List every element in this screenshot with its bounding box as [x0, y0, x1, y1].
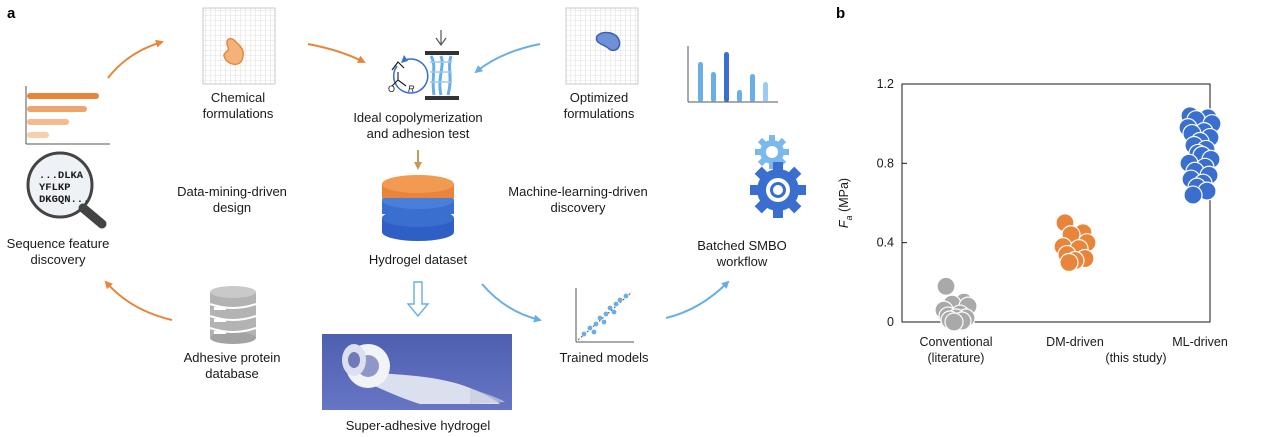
label-chemical-formulations-2: formulations — [203, 106, 274, 121]
label-sequence-feature-2: discovery — [31, 252, 86, 267]
gears-icon — [750, 135, 806, 218]
arrow-models-to-smbo — [665, 280, 730, 319]
optimized-formulations-grid — [565, 7, 639, 85]
label-ml-discovery-1: Machine-learning-driven — [508, 184, 647, 199]
hydrogel-dataset-database-icon — [382, 150, 454, 241]
label-batched-smbo-1: Batched SMBO — [697, 238, 787, 253]
label-data-mining-1: Data-mining-driven — [177, 184, 287, 199]
bar-chart-icon — [687, 46, 778, 103]
data-point — [1059, 252, 1079, 273]
copolymerization-test-icon: O R — [388, 30, 459, 100]
panel-label-a: a — [7, 5, 16, 22]
label-data-mining-2: design — [213, 200, 251, 215]
label-ml-discovery-2: discovery — [551, 200, 606, 215]
panel-label-b: b — [836, 5, 845, 22]
label-super-adhesive: Super-adhesive hydrogel — [346, 418, 491, 433]
ranking-bars-icon — [25, 86, 110, 145]
arrow-dataset-to-hydrogel — [406, 281, 430, 318]
protein-database-icon — [209, 286, 257, 344]
x-category-ml: ML-driven — [1172, 335, 1228, 349]
y-tick-label: 0.4 — [877, 236, 894, 250]
blob-blue-icon — [595, 31, 621, 52]
svg-text:R: R — [408, 84, 415, 94]
sequence-line-3: DKGQN... — [39, 194, 89, 206]
hydrogel-photo — [322, 334, 512, 410]
y-axis-ticks: 0 0.4 0.8 1.2 — [877, 77, 907, 329]
label-trained-models: Trained models — [559, 350, 649, 365]
label-optimized-formulations-2: formulations — [564, 106, 635, 121]
arrow-chemical-to-test — [307, 43, 366, 63]
trained-models-icon — [575, 288, 634, 343]
data-point — [936, 276, 956, 296]
adhesion-strength-chart: 0 0.4 0.8 1.2 Fa (MPa) Conventional (litera… — [837, 77, 1228, 365]
arrow-database-to-sequence — [104, 280, 173, 321]
label-adhesive-protein-1: Adhesive protein — [184, 350, 281, 365]
workflow-arrows — [104, 39, 730, 323]
label-ideal-copolymerization-2: and adhesion test — [367, 126, 470, 141]
x-sublabel-literature: (literature) — [928, 351, 985, 365]
label-ideal-copolymerization-1: Ideal copolymerization — [353, 110, 482, 125]
x-category-dm: DM-driven — [1046, 335, 1104, 349]
label-hydrogel-dataset: Hydrogel dataset — [369, 252, 468, 267]
y-axis-label: Fa (MPa) — [837, 178, 854, 228]
label-batched-smbo-2: workflow — [716, 254, 768, 269]
x-category-conventional: Conventional — [920, 335, 993, 349]
arrow-optimized-to-test — [474, 43, 541, 74]
sequence-line-2: YFLKP — [39, 182, 71, 194]
data-points — [934, 106, 1222, 332]
data-point — [944, 312, 964, 332]
y-tick-label: 1.2 — [877, 77, 894, 91]
label-chemical-formulations-1: Chemical — [211, 90, 265, 105]
plot-frame — [901, 83, 1211, 323]
label-adhesive-protein-2: database — [205, 366, 259, 381]
y-tick-label: 0 — [887, 315, 894, 329]
arrow-dataset-to-models — [481, 283, 542, 323]
magnifier-sequence-icon: ...DLKA YFLKP DKGQN... — [26, 151, 107, 229]
svg-text:O: O — [388, 84, 395, 94]
label-optimized-formulations-1: Optimized — [570, 90, 629, 105]
y-tick-label: 0.8 — [877, 156, 894, 170]
blob-orange-icon — [223, 37, 245, 66]
data-point — [1183, 185, 1203, 205]
arrow-ranking-to-chemical — [107, 39, 164, 79]
sequence-line-1: ...DLKA — [39, 170, 84, 182]
chemical-formulations-grid — [202, 7, 276, 85]
x-sublabel-this-study: (this study) — [1105, 351, 1166, 365]
label-sequence-feature-1: Sequence feature — [7, 236, 110, 251]
